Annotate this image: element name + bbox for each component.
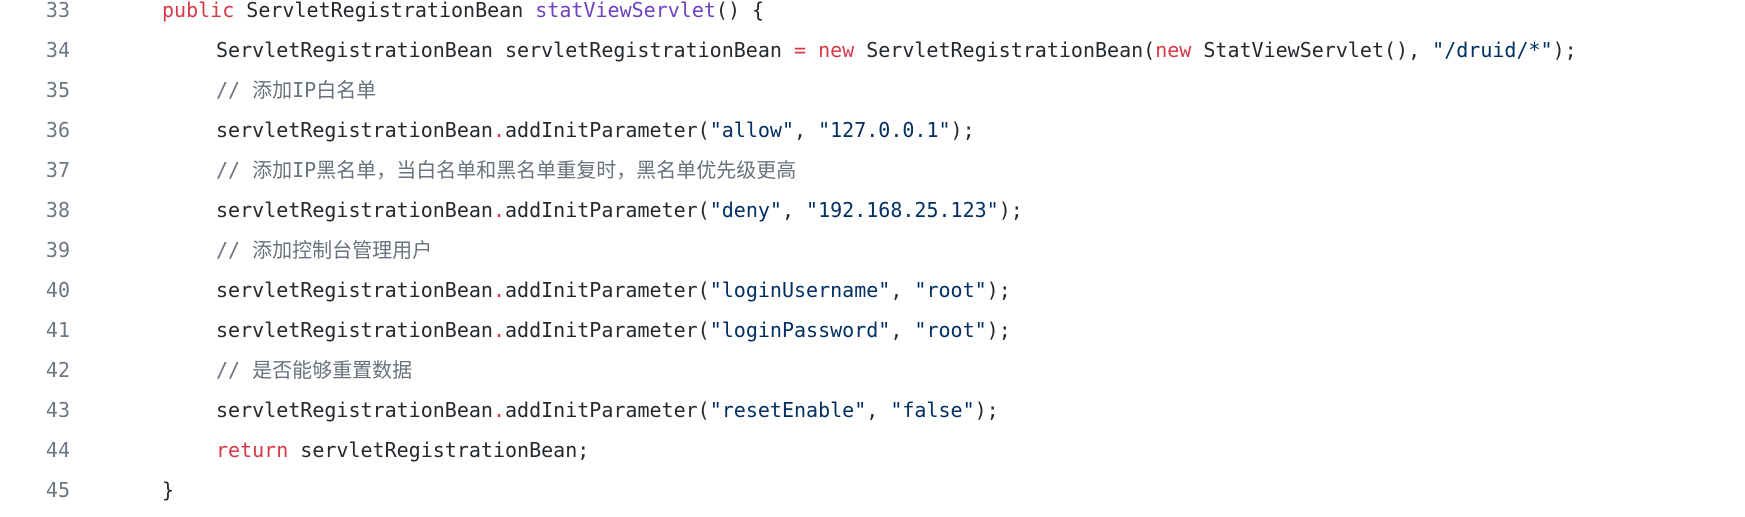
code-line: 39 // 添加控制台管理用户 xyxy=(0,240,1745,280)
operator: = xyxy=(793,38,807,62)
line-number: 41 xyxy=(45,318,70,342)
keyword: new xyxy=(818,38,855,62)
method-name: statViewServlet xyxy=(535,0,716,22)
line-number: 37 xyxy=(45,158,70,182)
line-number: 36 xyxy=(45,118,70,142)
string-literal: "127.0.0.1" xyxy=(818,118,951,142)
code-content: // 添加IP白名单 xyxy=(70,80,376,100)
comment: // 添加控制台管理用户 xyxy=(216,238,433,262)
code-text: , xyxy=(781,198,807,222)
comment: // 添加IP白名单 xyxy=(216,78,377,102)
line-number: 42 xyxy=(45,358,70,382)
code-content: public ServletRegistrationBean statViewS… xyxy=(70,0,764,20)
code-text: addInitParameter( xyxy=(505,118,710,142)
code-content: return servletRegistrationBean; xyxy=(70,440,589,460)
code-text: servletRegistrationBean; xyxy=(288,438,590,462)
code-line: 38 servletRegistrationBean.addInitParame… xyxy=(0,200,1745,240)
code-line: 35 // 添加IP白名单 xyxy=(0,80,1745,120)
code-text: addInitParameter( xyxy=(505,198,710,222)
code-text: ); xyxy=(998,198,1023,222)
code-text: , xyxy=(866,398,891,422)
code-text: ); xyxy=(974,398,999,422)
code-text: ); xyxy=(986,318,1011,342)
code-content: // 添加IP黑名单，当白名单和黑名单重复时，黑名单优先级更高 xyxy=(70,160,796,180)
code-content: servletRegistrationBean.addInitParameter… xyxy=(70,400,999,420)
code-content: } xyxy=(70,480,174,500)
code-text: addInitParameter( xyxy=(505,318,710,342)
line-number: 38 xyxy=(45,198,70,222)
code-text: servletRegistrationBean xyxy=(216,278,493,302)
code-line: 42 // 是否能够重置数据 xyxy=(0,360,1745,400)
code-text: ServletRegistrationBean servletRegistrat… xyxy=(216,38,794,62)
line-number: 35 xyxy=(45,78,70,102)
string-literal: "loginUsername" xyxy=(709,278,891,302)
keyword: public xyxy=(162,0,235,22)
string-literal: "false" xyxy=(890,398,975,422)
code-text xyxy=(806,38,818,62)
code-content: servletRegistrationBean.addInitParameter… xyxy=(70,280,1011,300)
string-literal: "loginPassword" xyxy=(709,318,891,342)
code-line: 36 servletRegistrationBean.addInitParame… xyxy=(0,120,1745,160)
code-text: ServletRegistrationBean xyxy=(234,0,536,22)
code-line: 41 servletRegistrationBean.addInitParame… xyxy=(0,320,1745,360)
code-content: // 是否能够重置数据 xyxy=(70,360,412,380)
code-text: , xyxy=(890,278,915,302)
code-text: , xyxy=(890,318,915,342)
line-number: 43 xyxy=(45,398,70,422)
code-content: servletRegistrationBean.addInitParameter… xyxy=(70,200,1023,220)
operator: . xyxy=(492,278,505,302)
code-line: 43 servletRegistrationBean.addInitParame… xyxy=(0,400,1745,440)
code-text: servletRegistrationBean xyxy=(216,318,493,342)
code-text: ServletRegistrationBean( xyxy=(854,38,1156,62)
string-literal: "root" xyxy=(914,318,987,342)
code-line: 37 // 添加IP黑名单，当白名单和黑名单重复时，黑名单优先级更高 xyxy=(0,160,1745,200)
code-text: , xyxy=(794,118,819,142)
operator: . xyxy=(492,398,505,422)
code-line: 34 ServletRegistrationBean servletRegist… xyxy=(0,40,1745,80)
code-text: ); xyxy=(986,278,1011,302)
string-literal: "/druid/*" xyxy=(1432,38,1553,62)
code-text: () { xyxy=(715,0,765,22)
line-number: 33 xyxy=(45,0,70,22)
code-content: servletRegistrationBean.addInitParameter… xyxy=(70,120,975,140)
line-number: 40 xyxy=(45,278,70,302)
code-text: addInitParameter( xyxy=(505,278,710,302)
code-text: } xyxy=(162,478,175,502)
code-text: addInitParameter( xyxy=(505,398,710,422)
operator: . xyxy=(492,118,505,142)
string-literal: "root" xyxy=(914,278,987,302)
code-text: servletRegistrationBean xyxy=(216,398,493,422)
code-text: servletRegistrationBean xyxy=(216,118,493,142)
string-literal: "192.168.25.123" xyxy=(806,198,999,222)
code-content: ServletRegistrationBean servletRegistrat… xyxy=(70,40,1577,60)
line-number: 45 xyxy=(45,478,70,502)
keyword: new xyxy=(1155,38,1192,62)
string-literal: "resetEnable" xyxy=(709,398,867,422)
code-content: // 添加控制台管理用户 xyxy=(70,240,432,260)
code-text: servletRegistrationBean xyxy=(216,198,493,222)
comment: // 添加IP黑名单，当白名单和黑名单重复时，黑名单优先级更高 xyxy=(216,158,797,182)
code-content: servletRegistrationBean.addInitParameter… xyxy=(70,320,1011,340)
code-line: 44 return servletRegistrationBean; xyxy=(0,440,1745,480)
code-line: 40 servletRegistrationBean.addInitParame… xyxy=(0,280,1745,320)
code-line: 33 public ServletRegistrationBean statVi… xyxy=(0,0,1745,40)
code-text: ); xyxy=(1552,38,1577,62)
string-literal: "deny" xyxy=(709,198,782,222)
line-number: 34 xyxy=(45,38,70,62)
line-number: 44 xyxy=(45,438,70,462)
keyword: return xyxy=(216,438,289,462)
string-literal: "allow" xyxy=(709,118,794,142)
line-number: 39 xyxy=(45,238,70,262)
code-line: 45 } xyxy=(0,480,1745,517)
code-text: ); xyxy=(950,118,975,142)
operator: . xyxy=(492,318,505,342)
comment: // 是否能够重置数据 xyxy=(216,358,413,382)
code-text: StatViewServlet(), xyxy=(1191,38,1433,62)
operator: . xyxy=(492,198,505,222)
